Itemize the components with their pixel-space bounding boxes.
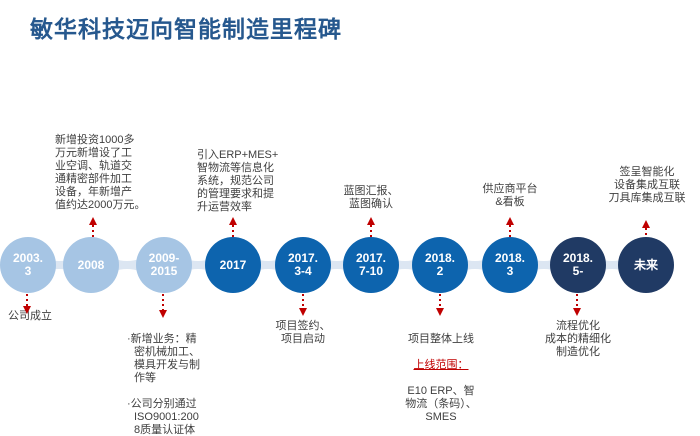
arrow-up-icon [641,220,650,238]
note-below-2018-2: 项目整体上线 上线范围： E10 ERP、智 物流（条码）、 SMES [391,320,491,436]
milestone-2003-3: 2003. 3 [0,237,56,293]
note-above-2008: 新增投资1000多 万元新增设了工 业空调、轨道交 通精密部件加工 设备，年新增… [55,134,146,211]
arrow-up-icon [228,217,237,238]
arrow-down-icon [435,294,444,316]
go-live-scope-items: E10 ERP、智 物流（条码）、 SMES [405,384,477,423]
arrow-up-icon [366,217,375,238]
note-below-2017-3-4: 项目签约、 项目启动 [275,320,331,345]
page-title: 敏华科技迈向智能制造里程碑 [30,16,342,42]
note-above-2017-7-10: 蓝图汇报、 蓝图确认 [343,185,399,210]
arrow-down-icon [158,294,167,318]
bullet-item: ·新增业务：精 密机械加工、 模具开发与制 作等 [127,332,200,384]
note-above-2018-3: 供应商平台 &看板 [482,183,538,208]
milestone-2017-3-4: 2017. 3-4 [275,237,331,293]
go-live-title: 项目整体上线 [408,332,474,345]
milestone-2018-2: 2018. 2 [412,237,468,293]
milestone-2009-2015: 2009- 2015 [136,237,192,293]
arrow-down-icon [298,294,307,316]
note-below-2003-3: 公司成立 [8,310,52,322]
arrow-down-icon [572,294,581,316]
note-below-2018-5: 流程优化 成本的精细化 制造优化 [545,320,611,358]
arrow-down-icon [22,294,31,314]
milestone-2017: 2017 [205,237,261,293]
milestone-2018-5: 2018. 5- [550,237,606,293]
milestone-2017-7-10: 2017. 7-10 [343,237,399,293]
go-live-scope-label: 上线范围： [413,358,469,371]
note-above-future: 签呈智能化 设备集成互联 刀具库集成互联 [608,166,686,204]
bullet-item: ·公司分别通过 ISO9001:200 8质量认证体 系 [127,397,199,436]
milestone-2018-3: 2018. 3 [482,237,538,293]
note-above-2017: 引入ERP+MES+ 智物流等信息化 系统，规范公司 的管理要求和提 升运营效率 [197,149,279,213]
milestone-2008: 2008 [63,237,119,293]
milestone-future: 未来 [618,237,674,293]
arrow-up-icon [505,217,514,238]
note-below-2009-2015: ·新增业务：精 密机械加工、 模具开发与制 作等 ·公司分别通过 ISO9001… [127,320,215,436]
arrow-up-icon [88,217,97,238]
